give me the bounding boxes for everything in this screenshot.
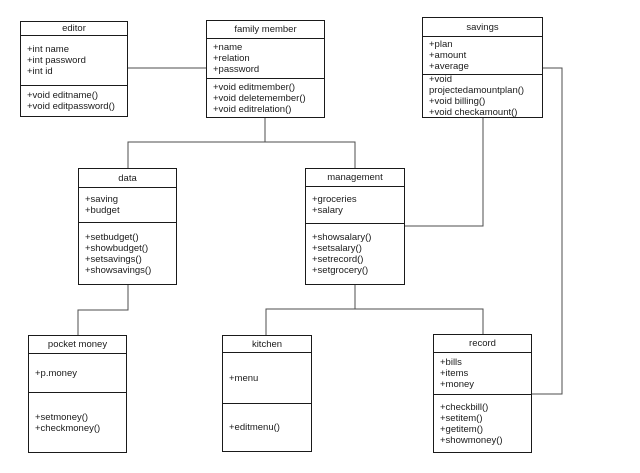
class-attributes-kitchen: +menu [223,353,311,404]
class-attributes-management: +groceries+salary [306,187,404,224]
method: +setbudget() [85,231,139,243]
connector-savings-record [532,67,563,395]
method: +void checkamount() [429,107,518,117]
attribute: +amount [429,50,467,61]
connector-data-pocket-money [77,285,129,335]
method: +void projectedamountplan() [429,75,525,96]
method: +setsavings() [85,253,142,265]
class-methods-savings: +void projectedamountplan()+void billing… [423,75,542,117]
attribute: +int name [27,44,69,55]
attribute: +name [213,42,243,53]
method: +editmenu() [229,422,280,433]
method: +void editpassword() [27,101,115,112]
method: +showsalary() [312,232,372,243]
attribute: +relation [213,53,250,64]
class-methods-data: +setbudget()+showbudget()+setsavings()+s… [79,223,176,284]
class-methods-editor: +void editname()+void editpassword() [21,86,127,116]
class-attributes-editor: +int name+int password+int id [21,36,127,86]
class-title-data: data [79,169,176,188]
class-title-savings: savings [423,18,542,37]
method: +void billing() [429,96,486,107]
attribute: +password [213,64,260,75]
attribute: +salary [312,205,343,216]
class-box-kitchen[interactable]: kitchen +menu +editmenu() [222,335,312,452]
attribute: +saving [85,194,119,205]
method: +checkmoney() [35,422,101,434]
class-title-family-member: family member [207,21,324,39]
class-box-management[interactable]: management+groceries+salary+showsalary()… [305,168,405,285]
class-methods-family-member: +void editmember()+void deletemember()+v… [207,79,324,117]
method: +setsalary() [312,243,362,254]
connector-family-member-management [265,141,356,168]
class-box-data[interactable]: data+saving+budget+setbudget()+showbudge… [78,168,177,285]
class-title-record: record [434,335,531,353]
method: +void editrelation() [213,103,292,115]
class-attributes-data: +saving+budget [79,188,176,223]
class-methods-record: +checkbill()+setitem()+getitem()+showmon… [434,395,531,452]
class-title-kitchen: kitchen [223,336,311,353]
class-attributes-record: +bills+items+money [434,353,531,395]
method: +void deletemember() [213,92,306,104]
method: +setrecord() [312,254,364,265]
method: +setitem() [440,412,483,424]
method: +checkbill() [440,401,489,413]
connector-management-record [355,308,484,334]
attribute: +int password [27,55,86,66]
class-title-editor: editor [21,22,127,36]
attribute: +bills [440,357,462,368]
method: +void editname() [27,90,99,101]
class-attributes-pocket-money: +p.money [29,354,126,393]
class-attributes-savings: +plan+amount+average [423,37,542,75]
connector-savings-management [405,118,484,227]
attribute: +plan [429,39,453,50]
class-box-record[interactable]: record+bills+items+money+checkbill()+set… [433,334,532,453]
class-methods-management: +showsalary()+setsalary()+setrecord()+se… [306,224,404,284]
method: +setgrocery() [312,265,369,276]
class-title-pocket-money: pocket money [29,336,126,354]
attribute: +budget [85,205,120,216]
class-box-editor[interactable]: editor+int name+int password+int id+void… [20,21,128,117]
method: +void editmember() [213,81,296,93]
method: +showbudget() [85,242,149,254]
method: +showsavings() [85,264,152,276]
method: +showmoney() [440,434,503,446]
class-methods-pocket-money: +setmoney()+checkmoney() [29,393,126,452]
attribute: +int id [27,66,53,77]
attribute: +p.money [35,367,77,379]
connector-management-kitchen [265,285,356,335]
attribute: +items [440,368,469,379]
attribute: +average [429,61,469,72]
class-box-family-member[interactable]: family member+name+relation+password+voi… [206,20,325,118]
connector-family-member-data [127,118,266,168]
class-title-management: management [306,169,404,187]
class-attributes-family-member: +name+relation+password [207,39,324,79]
class-box-savings[interactable]: savings+plan+amount+average+void project… [422,17,543,118]
method: +getitem() [440,423,484,435]
attribute: +money [440,379,475,390]
class-methods-kitchen: +editmenu() [223,404,311,451]
attribute: +menu [229,372,259,384]
attribute: +groceries [312,194,357,205]
method: +setmoney() [35,411,89,423]
class-box-pocket-money[interactable]: pocket money +p.money +setmoney()+checkmon… [28,335,127,453]
